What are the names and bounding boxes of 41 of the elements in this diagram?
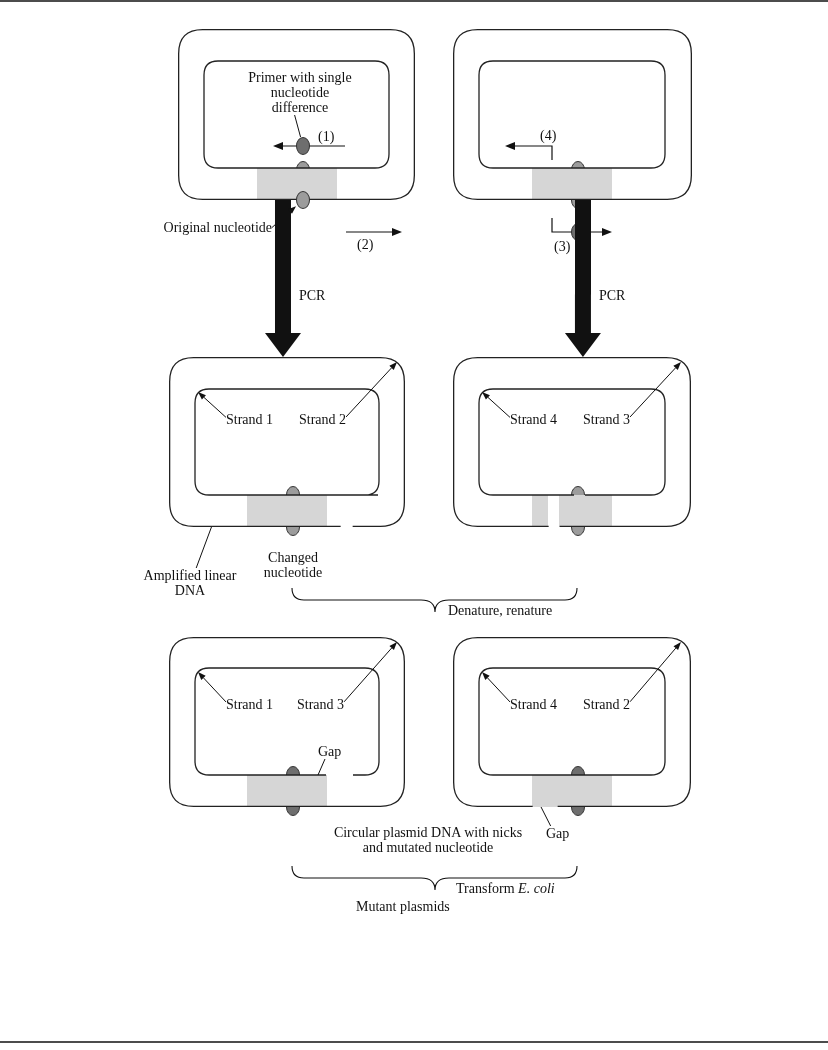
- edge-label: PCR: [599, 288, 626, 303]
- label-text: (3): [554, 239, 571, 254]
- label-text: (4): [540, 128, 557, 143]
- label-text: Changed nucleotide: [262, 550, 324, 580]
- leader-line: [294, 114, 302, 138]
- nucleotide-circle: [296, 191, 310, 209]
- label-text: Strand 4: [510, 412, 558, 427]
- leader-arrow: [343, 642, 397, 703]
- label-text: Transform E. coli: [456, 881, 555, 896]
- label-text: Mutant plasmids: [356, 899, 450, 914]
- label-text: Circular plasmid DNA with nicks and mutated nucleotide: [332, 825, 524, 855]
- leader-arrow: [482, 392, 511, 418]
- label-text: Strand 4: [510, 697, 558, 712]
- leader-arrow: [345, 362, 397, 418]
- process-arrow: [564, 199, 601, 357]
- label-text: Strand 2: [299, 412, 347, 427]
- label-text: Primer with single nucleotide difference: [246, 70, 354, 115]
- leader-arrow: [482, 672, 511, 703]
- leader-arrow: [629, 642, 681, 703]
- label-text: Amplified linear DNA: [128, 568, 252, 598]
- label-text: Denature, renature: [448, 603, 553, 618]
- leader-line: [195, 526, 212, 569]
- label-text: Strand 1: [226, 697, 274, 712]
- label-text: Strand 1: [226, 412, 274, 427]
- edge-label: PCR: [299, 288, 326, 303]
- label-text: Strand 2: [583, 697, 631, 712]
- label-text: Original nucleotide: [134, 220, 272, 235]
- label-text: Strand 3: [297, 697, 345, 712]
- process-arrow: [265, 200, 301, 357]
- label-text: (2): [357, 237, 374, 252]
- nucleotide-circle: [296, 137, 310, 155]
- leader-line: [317, 758, 326, 776]
- label-text: Gap: [546, 826, 570, 841]
- label-text: (1): [318, 129, 335, 144]
- leader-arrow: [629, 362, 681, 418]
- leader-line: [540, 806, 552, 827]
- leader-arrow: [198, 672, 227, 703]
- leader-arrow: [198, 392, 227, 418]
- label-text: Gap: [318, 744, 342, 759]
- leader-arrow: [271, 206, 296, 228]
- label-text: Strand 3: [583, 412, 631, 427]
